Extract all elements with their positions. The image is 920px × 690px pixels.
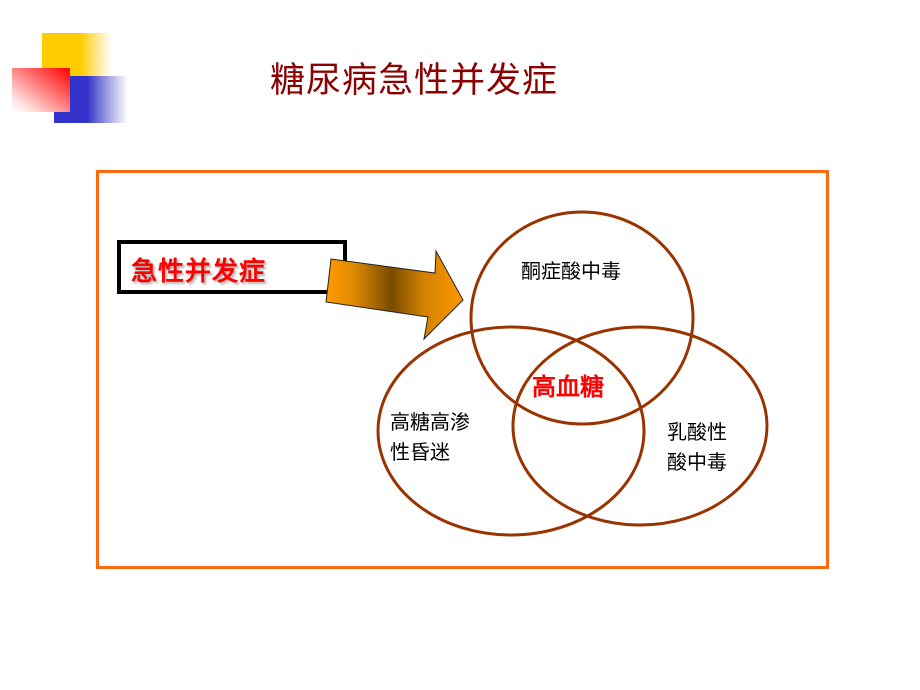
lactic-line2: 酸中毒 [667, 450, 727, 474]
hyperglycemia-label: 高血糖 [532, 372, 604, 402]
arrow-right-icon [325, 249, 464, 341]
circle-lactic-acidosis [511, 325, 769, 527]
circle-ketoacidosis [469, 210, 695, 426]
lactic-line1: 乳酸性 [667, 420, 727, 444]
lactic-acidosis-label: 乳酸性 酸中毒 [667, 417, 727, 477]
hyperosmolar-line1: 高糖高渗 [390, 410, 470, 434]
complication-label: 急性并发症 [131, 257, 267, 287]
complication-label-box: 急性并发症 [117, 240, 347, 294]
diagram-frame [96, 170, 829, 569]
circle-hyperosmolar [376, 325, 646, 537]
hyperosmolar-line2: 性昏迷 [390, 440, 450, 464]
ketoacidosis-label: 酮症酸中毒 [521, 256, 621, 286]
decor-red-square [12, 68, 70, 112]
hyperosmolar-label: 高糖高渗 性昏迷 [390, 407, 470, 467]
ketoacidosis-text: 酮症酸中毒 [521, 259, 621, 283]
slide-title: 糖尿病急性并发症 [270, 61, 559, 101]
hyperglycemia-text: 高血糖 [532, 373, 604, 401]
